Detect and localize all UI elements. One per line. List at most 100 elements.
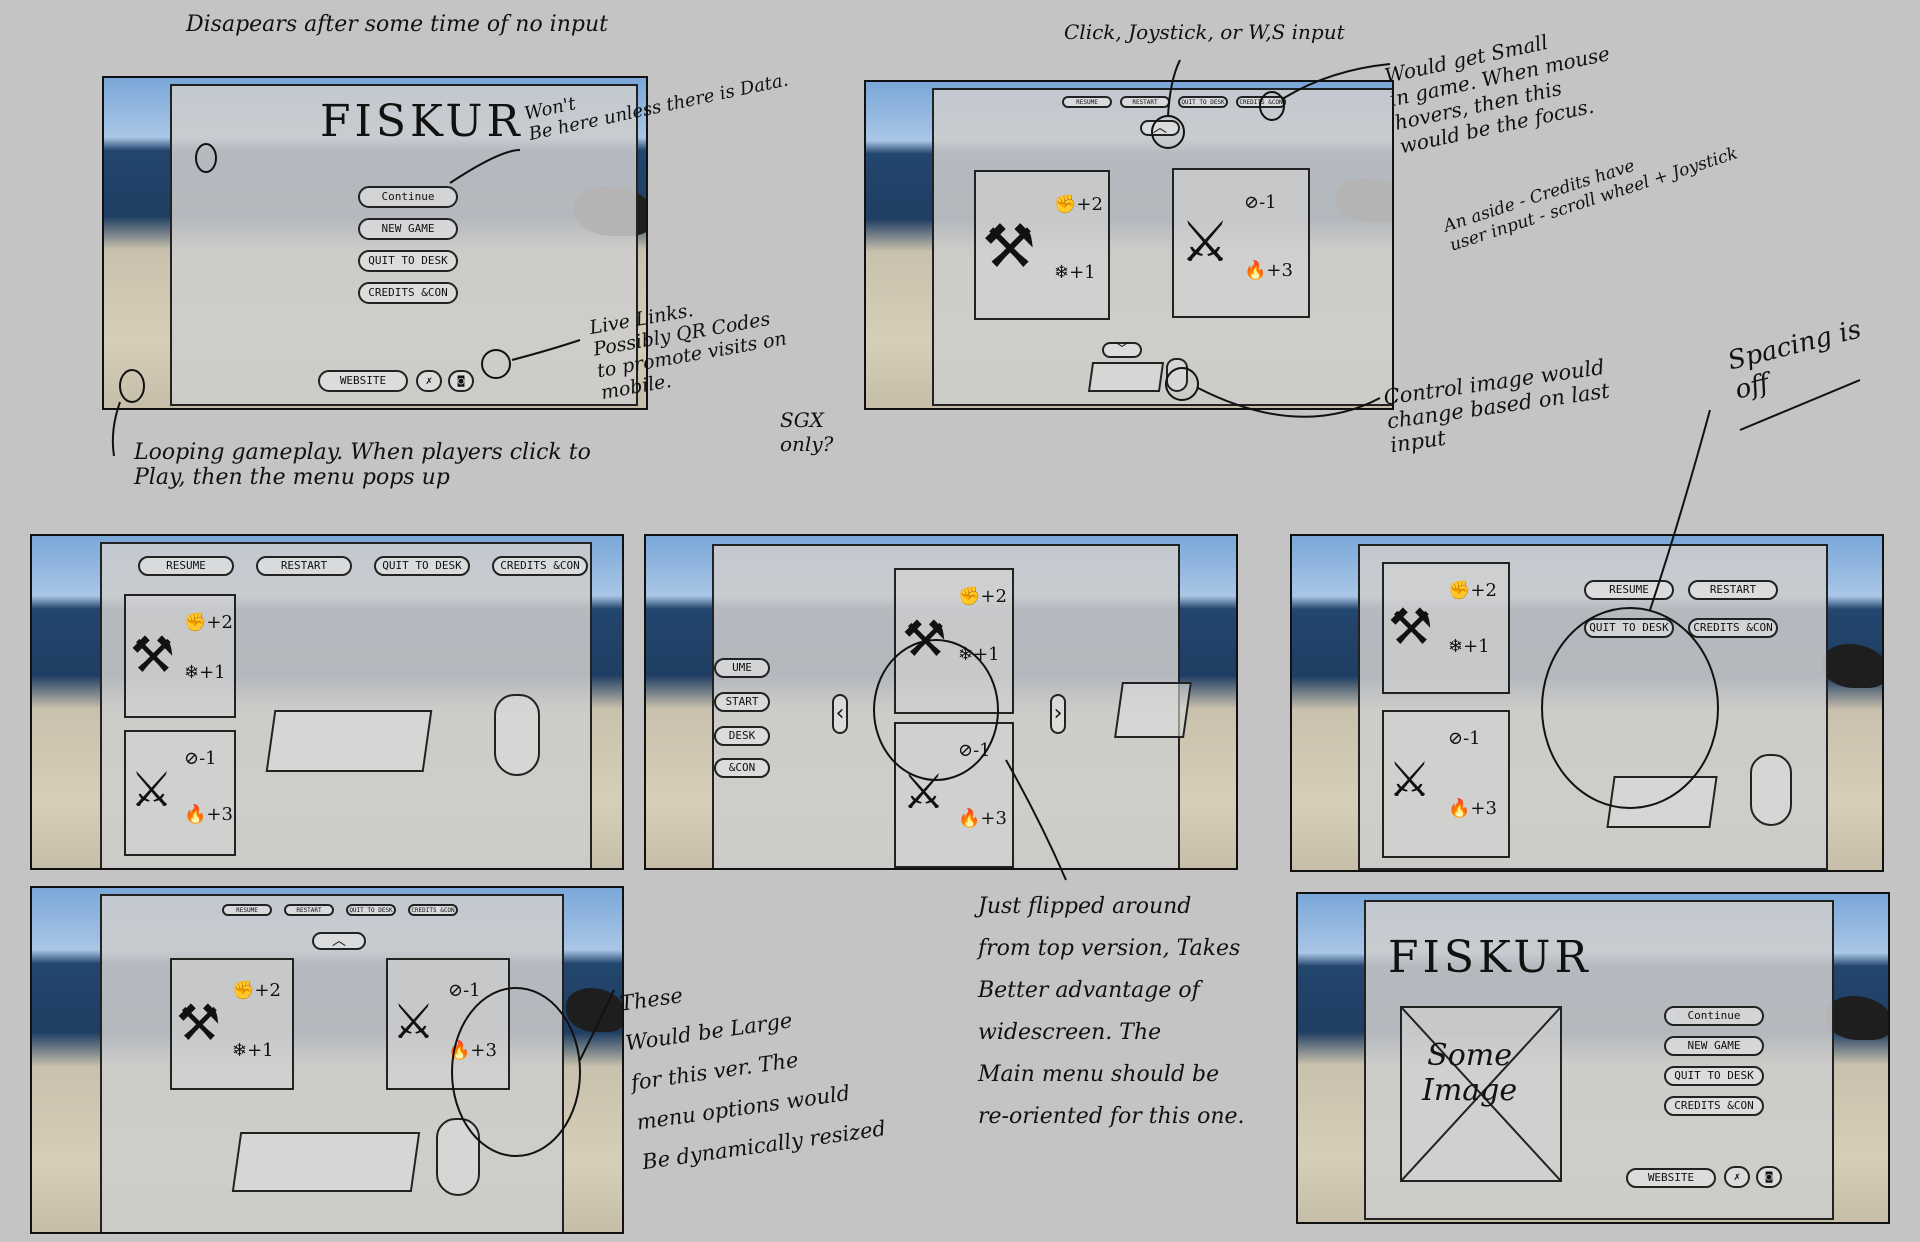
frost-stat: ❄+1 xyxy=(1448,636,1490,657)
sketch-pause-small: RESUME RESTART QUIT TO DESK CREDITS &CON… xyxy=(864,80,1394,410)
sketch-main-menu: FISKUR Continue NEW GAME QUIT TO DESK CR… xyxy=(102,76,648,410)
credits-button[interactable]: CREDITS &CON xyxy=(492,556,588,576)
frost-value: +1 xyxy=(1463,636,1490,657)
scroll-left-button[interactable]: ‹ xyxy=(832,694,848,734)
fire-axe-icon: ⚔ xyxy=(1388,752,1432,808)
scroll-right-button[interactable]: › xyxy=(1050,694,1066,734)
sketch-pause-flipped: UME START DESK &CON ‹ ⚒ ✊+2 ❄+1 ⚔ ⊘-1 🔥+… xyxy=(644,534,1238,870)
defense-value: -1 xyxy=(463,980,481,1001)
scroll-up-button[interactable]: ︿ xyxy=(312,932,366,950)
quit-button[interactable]: QUIT TO DESK xyxy=(374,556,470,576)
item-card-fire-axe[interactable]: ⚔ ⊘-1 🔥+3 xyxy=(386,958,510,1090)
camera-icon[interactable]: ◙ xyxy=(1756,1166,1782,1188)
credits-button[interactable]: CREDITS &CON xyxy=(1664,1096,1764,1116)
frost-value: +1 xyxy=(1069,262,1096,283)
item-card-axe[interactable]: ⚒ ✊+2 ❄+1 xyxy=(170,958,294,1090)
resume-button[interactable]: UME xyxy=(714,658,770,678)
image-placeholder: Some Image xyxy=(1400,1006,1562,1182)
frost-value: +1 xyxy=(199,662,226,683)
continue-button[interactable]: Continue xyxy=(1664,1006,1764,1026)
item-card-fire-axe[interactable]: ⚔ ⊘-1 🔥+3 xyxy=(1172,168,1310,318)
defense-stat: ⊘-1 xyxy=(448,980,481,1001)
note-disappears: Disapears after some time of no input xyxy=(186,12,608,37)
fire-stat: 🔥+3 xyxy=(1244,260,1293,281)
fire-stat: 🔥+3 xyxy=(448,1040,497,1061)
item-card-axe[interactable]: ⚒ ✊+2 ❄+1 xyxy=(124,594,236,718)
item-card-fire-axe[interactable]: ⚔ ⊘-1 🔥+3 xyxy=(894,722,1014,868)
menu-overlay: FISKUR Continue NEW GAME QUIT TO DESK CR… xyxy=(170,84,638,406)
defense-stat: ⊘-1 xyxy=(958,740,991,761)
quit-button[interactable]: QUIT TO DESK xyxy=(1664,1066,1764,1086)
fire-stat: 🔥+3 xyxy=(1448,798,1497,819)
mouse-icon xyxy=(494,694,540,776)
pause-overlay: RESUME RESTART QUIT TO DESK CREDITS &CON… xyxy=(932,88,1392,406)
frost-value: +1 xyxy=(247,1040,274,1061)
credits-button[interactable]: CREDITS &CON xyxy=(1688,618,1778,638)
fire-value: +3 xyxy=(206,804,233,825)
defense-value: -1 xyxy=(1463,728,1481,749)
fire-stat: 🔥+3 xyxy=(958,808,1007,829)
quit-button[interactable]: DESK xyxy=(714,726,770,746)
note-flipped: Just flipped around from top version, Ta… xyxy=(978,894,1245,1129)
credits-button[interactable]: CREDITS &CON xyxy=(358,282,458,304)
item-card-axe[interactable]: ⚒ ✊+2 ❄+1 xyxy=(894,568,1014,714)
credits-button[interactable]: &CON xyxy=(714,758,770,778)
item-card-axe[interactable]: ⚒ ✊+2 ❄+1 xyxy=(974,170,1110,320)
pause-overlay: UME START DESK &CON ‹ ⚒ ✊+2 ❄+1 ⚔ ⊘-1 🔥+… xyxy=(712,544,1192,868)
axe-icon: ⚒ xyxy=(130,626,175,684)
social-icon[interactable]: ✗ xyxy=(1724,1166,1750,1188)
mouse-icon xyxy=(1166,358,1188,392)
credits-button[interactable]: CREDITS &CON xyxy=(408,904,458,916)
fire-stat: 🔥+3 xyxy=(184,804,233,825)
resume-button[interactable]: RESUME xyxy=(1062,96,1112,108)
axe-icon: ⚒ xyxy=(176,994,221,1052)
item-card-fire-axe[interactable]: ⚔ ⊘-1 🔥+3 xyxy=(1382,710,1510,858)
scroll-down-button[interactable]: ﹀ xyxy=(1102,342,1142,358)
frost-stat: ❄+1 xyxy=(232,1040,274,1061)
social-icon[interactable]: ✗ xyxy=(416,370,442,392)
restart-button[interactable]: RESTART xyxy=(284,904,334,916)
new-game-button[interactable]: NEW GAME xyxy=(358,218,458,240)
axe-icon: ⚒ xyxy=(1388,598,1433,656)
strength-stat: ✊+2 xyxy=(232,980,281,1001)
image-placeholder-label: Some Image xyxy=(1422,1038,1518,1108)
strength-value: +2 xyxy=(254,980,281,1001)
quit-button[interactable]: QUIT TO DESK xyxy=(1584,618,1674,638)
boat-silhouette xyxy=(566,988,622,1032)
note-click-input: Click, Joystick, or W,S input xyxy=(1064,20,1345,44)
sketch-pause-large: RESUME RESTART QUIT TO DESK CREDITS &CON… xyxy=(30,534,624,870)
website-button[interactable]: WEBSITE xyxy=(1626,1168,1716,1188)
defense-value: -1 xyxy=(199,748,217,769)
quit-button[interactable]: QUIT TO DESK xyxy=(358,250,458,272)
fire-value: +3 xyxy=(1266,260,1293,281)
item-card-axe[interactable]: ⚒ ✊+2 ❄+1 xyxy=(1382,562,1510,694)
restart-button[interactable]: RESTART xyxy=(1688,580,1778,600)
restart-button[interactable]: START xyxy=(714,692,770,712)
website-button[interactable]: WEBSITE xyxy=(318,370,408,392)
continue-button[interactable]: Continue xyxy=(358,186,458,208)
frost-stat: ❄+1 xyxy=(184,662,226,683)
fire-value: +3 xyxy=(980,808,1007,829)
resume-button[interactable]: RESUME xyxy=(222,904,272,916)
mouse-icon xyxy=(436,1118,480,1196)
resume-button[interactable]: RESUME xyxy=(138,556,234,576)
quit-button[interactable]: QUIT TO DESK xyxy=(1178,96,1228,108)
strength-stat: ✊+2 xyxy=(184,612,233,633)
mouse-icon xyxy=(1750,754,1792,826)
strength-stat: ✊+2 xyxy=(1054,194,1103,215)
strength-stat: ✊+2 xyxy=(1448,580,1497,601)
axe-icon: ⚒ xyxy=(902,610,947,668)
new-game-button[interactable]: NEW GAME xyxy=(1664,1036,1764,1056)
boat-silhouette xyxy=(1822,644,1882,688)
item-card-fire-axe[interactable]: ⚔ ⊘-1 🔥+3 xyxy=(124,730,236,856)
sketch-main-menu-image: FISKUR Some Image Continue NEW GAME QUIT… xyxy=(1296,892,1890,1224)
camera-icon[interactable]: ◙ xyxy=(448,370,474,392)
strength-value: +2 xyxy=(206,612,233,633)
scroll-up-button[interactable]: ︿ xyxy=(1140,120,1180,136)
resume-button[interactable]: RESUME xyxy=(1584,580,1674,600)
restart-button[interactable]: RESTART xyxy=(256,556,352,576)
frost-stat: ❄+1 xyxy=(1054,262,1096,283)
quit-button[interactable]: QUIT TO DESK xyxy=(346,904,396,916)
defense-stat: ⊘-1 xyxy=(184,748,217,769)
note-these-large: These Would be Large for this ver. The m… xyxy=(618,983,888,1175)
